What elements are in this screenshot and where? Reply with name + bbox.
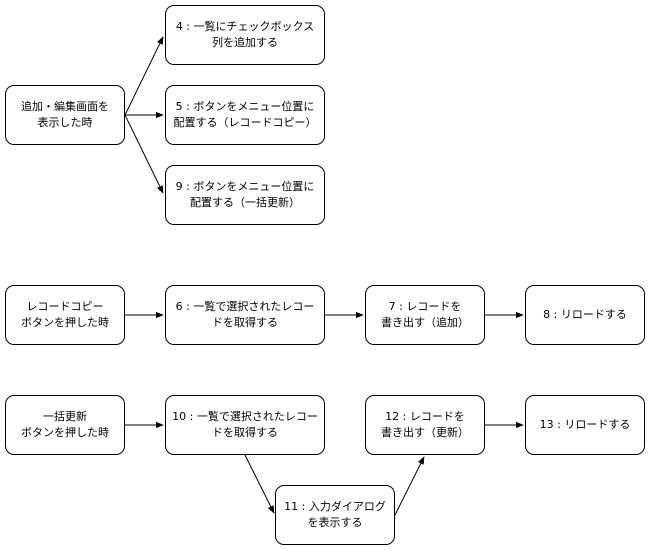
node-label-line: ドを取得する <box>211 426 278 439</box>
node-label-line: 配置する（一括更新） <box>189 196 300 209</box>
node-label-line: 7 : レコードを <box>388 300 462 313</box>
node-step-4: 4 : 一覧にチェックボックス 列を追加する <box>165 5 325 65</box>
node-label-line: 4 : 一覧にチェックボックス <box>175 20 315 33</box>
node-step-9: 9 : ボタンをメニュー位置に 配置する（一括更新） <box>165 165 325 225</box>
node-label-line: 9 : ボタンをメニュー位置に <box>175 180 315 193</box>
node-add-edit-screen-shown: 追加・編集画面を 表示した時 <box>5 85 125 145</box>
node-label-line: ボタンを押した時 <box>21 426 109 439</box>
node-step-7: 7 : レコードを 書き出す（追加） <box>365 285 485 345</box>
node-label-line: 8 : リロードする <box>543 308 627 321</box>
node-label-line: 書き出す（追加） <box>381 316 469 329</box>
node-label-line: 表示した時 <box>37 116 93 129</box>
edge-add-edit-to-step9 <box>124 114 164 194</box>
edge-add-edit-to-step4 <box>124 36 164 116</box>
node-bulk-update-button-pressed: 一括更新 ボタンを押した時 <box>5 395 125 455</box>
node-step-6: 6 : 一覧で選択されたレコー ドを取得する <box>165 285 325 345</box>
node-step-12: 12 : レコードを 書き出す（更新） <box>365 395 485 455</box>
node-step-11: 11 : 入力ダイアログ を表示する <box>275 485 395 545</box>
node-label-line: 一括更新 <box>43 410 87 423</box>
edge-step11-to-step12 <box>394 456 425 516</box>
node-step-5: 5 : ボタンをメニュー位置に 配置する（レコードコピー） <box>165 85 325 145</box>
node-step-13: 13 : リロードする <box>525 395 645 455</box>
node-label-line: ボタンを押した時 <box>21 316 109 329</box>
node-label-line: レコードコピー <box>26 300 104 313</box>
node-label-line: ドを取得する <box>211 316 278 329</box>
edge-step10-to-step11 <box>244 454 275 514</box>
node-label-line: 追加・編集画面を <box>21 100 109 113</box>
node-label-line: 6 : 一覧で選択されたレコー <box>175 300 315 313</box>
node-label-line: 12 : レコードを <box>385 410 465 423</box>
node-label-line: 11 : 入力ダイアログ <box>284 500 386 513</box>
node-step-10: 10 : 一覧で選択されたレコー ドを取得する <box>165 395 325 455</box>
node-label-line: を表示する <box>307 516 363 529</box>
node-label-line: 10 : 一覧で選択されたレコー <box>172 410 318 423</box>
node-label-line: 書き出す（更新） <box>381 426 469 439</box>
node-label-line: 配置する（レコードコピー） <box>173 116 317 129</box>
node-step-8: 8 : リロードする <box>525 285 645 345</box>
node-record-copy-button-pressed: レコードコピー ボタンを押した時 <box>5 285 125 345</box>
node-label-line: 13 : リロードする <box>539 418 631 431</box>
node-label-line: 5 : ボタンをメニュー位置に <box>175 100 315 113</box>
node-label-line: 列を追加する <box>212 36 278 49</box>
